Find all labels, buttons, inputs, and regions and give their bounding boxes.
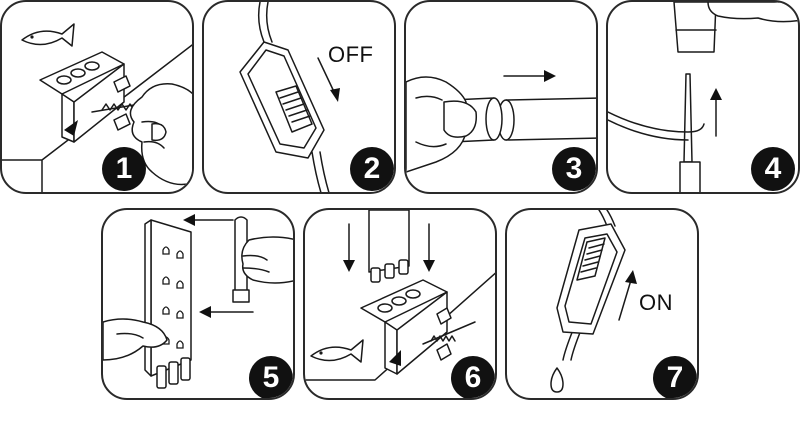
- step-4-number-badge: 4: [751, 147, 795, 191]
- step-6-illustration: [305, 210, 495, 381]
- step-4-illustration: [608, 2, 798, 192]
- step-4-panel: 4: [606, 0, 800, 194]
- step-1-illustration: [2, 23, 192, 192]
- step-5-number-badge: 5: [249, 356, 293, 398]
- step-5-illustration: [103, 214, 293, 389]
- step-5-panel: 5: [101, 208, 295, 400]
- step-7-illustration: [550, 210, 637, 393]
- step-7-panel: ON 7: [505, 208, 699, 400]
- step-7-number-badge: 7: [653, 356, 697, 398]
- step-6-number-badge: 6: [451, 356, 495, 398]
- step-1-number-badge: 1: [102, 147, 146, 191]
- step-3-illustration: [406, 70, 596, 173]
- step-3-panel: 3: [404, 0, 598, 194]
- on-label: ON: [639, 290, 673, 315]
- step-2-panel: OFF 2: [202, 0, 396, 194]
- step-2-illustration: [239, 2, 340, 192]
- step-1-panel: 1: [0, 0, 194, 194]
- fish-icon: [21, 23, 75, 47]
- step-3-number-badge: 3: [552, 147, 596, 191]
- step-6-panel: 6: [303, 208, 497, 400]
- off-label: OFF: [328, 42, 374, 67]
- step-2-number-badge: 2: [350, 147, 394, 191]
- fish-icon: [310, 339, 364, 363]
